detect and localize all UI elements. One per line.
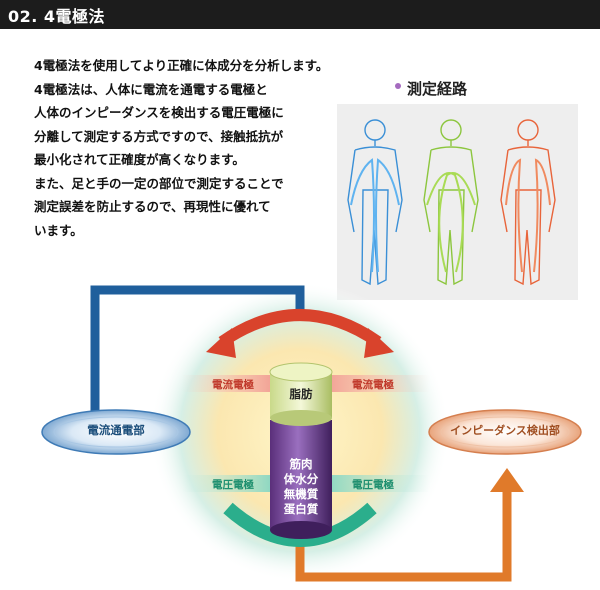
voltage-electrode-label-right: 電圧電極: [352, 479, 394, 491]
impedance-unit-label: インピーダンス検出部: [450, 424, 560, 437]
description: 4電極法を使用してより正確に体成分を分析します。 4電極法は、人体に電流を通電す…: [34, 54, 354, 242]
impedance-unit-ring: [440, 416, 570, 448]
current-arrow-right: [364, 328, 394, 358]
page-title: 02. 4電極法: [8, 7, 106, 26]
current-electrode-tag-left: [182, 375, 270, 392]
voltage-electrode-tag-right: [330, 475, 430, 492]
current-unit-ring: [53, 416, 179, 448]
input-flow-line: [90, 285, 305, 412]
body-figure-green: [423, 119, 479, 286]
current-electrode-label-left: 電流電極: [212, 379, 254, 391]
description-line: また、足と手の一定の部位で測定することで: [34, 175, 284, 191]
fat-cylinder-edge: [270, 410, 332, 426]
fat-cylinder-top: [269, 362, 333, 382]
current-electrode-tag-right: [330, 375, 430, 392]
output-flow-line: [295, 488, 512, 582]
description-line: 最小化されて正確度が高くなります。: [34, 152, 245, 167]
description-line: 分離して測定する方式ですので、接触抵抗が: [34, 128, 284, 144]
description-line: 人体のインピーダンスを検出する電圧電極に: [34, 105, 284, 120]
current-electrode-label-right: 電流電極: [352, 379, 394, 391]
body-figure-blue: [347, 119, 403, 286]
current-arc: [218, 309, 382, 347]
voltage-arc: [223, 502, 377, 547]
header-bar: 02. 4電極法: [0, 0, 600, 29]
composition-cylinder-body: [270, 420, 332, 530]
impedance-unit-shape: [428, 409, 582, 455]
route-title: 測定経路: [407, 80, 468, 98]
output-arrow-head: [490, 468, 524, 492]
component-mineral: 無機質: [283, 487, 319, 501]
component-protein: 蛋白質: [283, 502, 319, 516]
voltage-electrode-tag-left: [182, 475, 270, 492]
description-line: います。: [34, 222, 83, 238]
description-line: 測定誤差を防止するので、再現性に優れて: [34, 199, 271, 214]
description-line: 4電極法は、人体に電流を通電する電極と: [34, 81, 268, 97]
fat-label: 脂肪: [289, 387, 313, 401]
description-line: 4電極法を使用してより正確に体成分を分析します。: [34, 58, 329, 73]
current-unit-shape: [41, 409, 191, 455]
current-unit-label: 電流通電部: [87, 423, 145, 437]
body-figure-orange: [500, 119, 556, 286]
current-arrow-left: [206, 328, 236, 358]
voltage-electrode-label-left: 電圧電極: [212, 479, 254, 491]
bullet-icon: [395, 83, 401, 89]
component-muscle: 筋肉: [289, 457, 313, 471]
composition-cylinder-base: [270, 521, 332, 539]
component-body-water: 体水分: [283, 472, 319, 486]
